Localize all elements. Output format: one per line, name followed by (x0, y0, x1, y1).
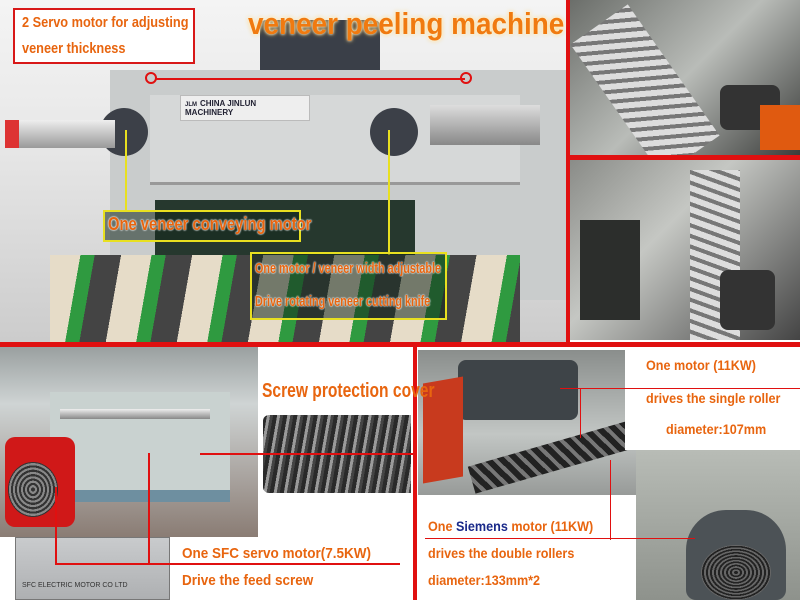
left-cylinder (5, 120, 115, 148)
leader-line (200, 453, 415, 455)
leader-line (560, 388, 800, 389)
screw-cover-label: Screw protection cover (262, 380, 435, 402)
siemens-post: motor (11KW) (507, 518, 594, 534)
servo-label-line1: 2 Servo motor for adjusting (22, 14, 189, 31)
frame-line (570, 155, 800, 160)
frame-line (0, 342, 800, 347)
leader-line (155, 78, 465, 80)
frame-line (566, 0, 570, 345)
servo-label-box (13, 8, 195, 64)
motor-nameplate-photo: SFC ELECTRIC MOTOR CO LTD (15, 537, 170, 600)
roller-drive-photo (418, 350, 650, 560)
sfc-label-line2: Drive the feed screw (182, 572, 314, 589)
sfc-label-line1: One SFC servo motor(7.5KW) (182, 545, 372, 562)
roller-closeup-photo-1 (570, 0, 800, 155)
roller-bracket (580, 220, 640, 320)
width-label-line2: Drive rotating veneer cutting knife (255, 293, 431, 310)
leader-line (425, 538, 695, 539)
single-roller-label-line2: drives the single roller (646, 390, 781, 406)
frame-line (413, 347, 417, 600)
siemens-label-line1: One Siemens motor (11KW) (428, 518, 593, 534)
siemens-motor-photo (636, 450, 800, 600)
brand-plate-text: CHINA JINLUN MACHINERY (185, 99, 257, 117)
servo-label-line2: veneer thickness (22, 40, 126, 57)
nameplate-text: SFC ELECTRIC MOTOR CO LTD (22, 582, 128, 589)
conveying-label: One veneer conveying motor (108, 214, 312, 234)
feed-screw-photo (0, 347, 258, 537)
leader-line (55, 487, 57, 565)
leader-circle (145, 72, 157, 84)
fan-cover (701, 545, 771, 600)
leader-line (580, 388, 581, 438)
screw-shaft (60, 409, 210, 419)
width-label-line1: One motor / veneer width adjustable (255, 260, 442, 277)
leader-line (55, 563, 400, 565)
text-panel (625, 350, 800, 450)
siemens-pre: One (428, 518, 457, 534)
double-roller-label-line3: diameter:133mm*2 (428, 572, 541, 588)
white-backdrop (418, 495, 650, 560)
right-motor (370, 108, 418, 156)
leader-circle (460, 72, 472, 84)
motor-housing (458, 360, 578, 420)
width-label-box (250, 252, 447, 320)
single-roller-label-line3: diameter:107mm (666, 421, 767, 437)
fan-grille (8, 462, 58, 517)
double-roller (467, 414, 650, 494)
brand-logo: JLM (185, 102, 197, 108)
conveying-label-box (103, 210, 301, 242)
double-roller-label-line2: drives the double rollers (428, 545, 575, 561)
spiral-roller (570, 4, 720, 155)
leader-line (610, 460, 611, 540)
single-roller-label-line1: One motor (11KW) (646, 357, 756, 373)
chain-sprocket (720, 270, 775, 330)
leader-line (388, 130, 390, 255)
orange-guard (760, 105, 800, 150)
right-cylinder (430, 105, 540, 145)
leader-line (148, 453, 150, 563)
page-title: veneer peeling machine (248, 6, 565, 41)
siemens-brand: Siemens (456, 518, 508, 534)
leader-line (125, 130, 127, 212)
roller-closeup-photo-2 (570, 160, 800, 340)
